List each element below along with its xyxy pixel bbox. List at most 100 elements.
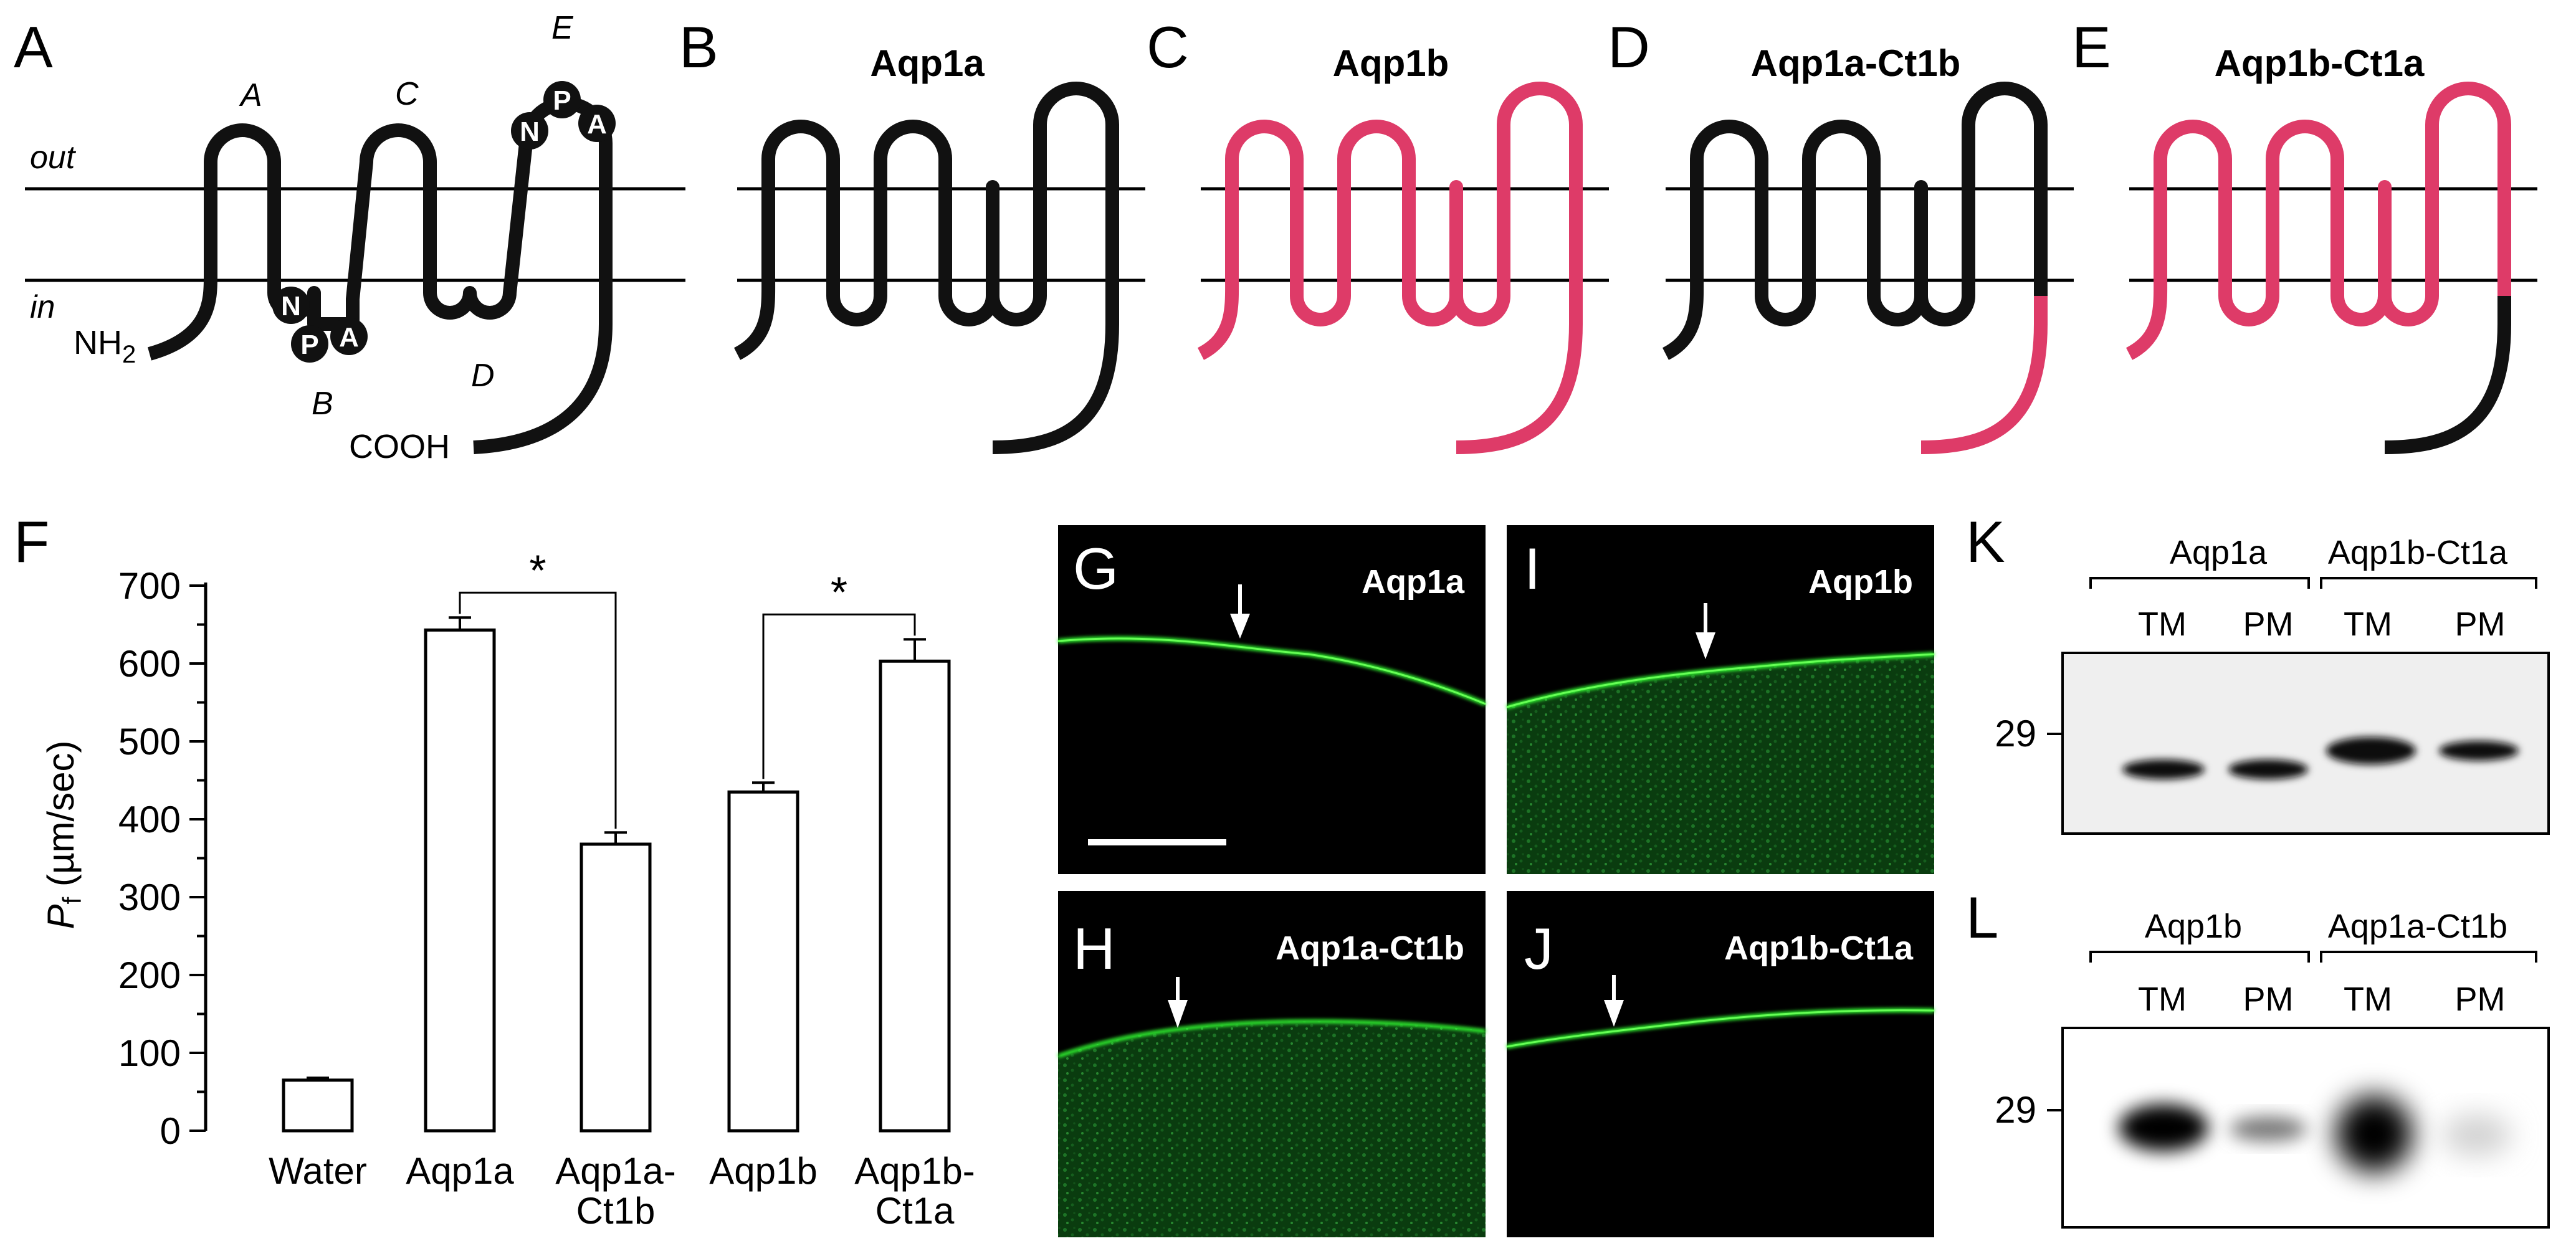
- micrograph-panels: G Aqp1a I Aqp1b H Aqp1a-Ct1b J: [1057, 525, 1935, 1237]
- lane-label: PM: [2243, 981, 2294, 1018]
- x-category-label: Ct1a: [875, 1190, 955, 1232]
- arrow-icon: [1604, 975, 1624, 1027]
- blot-band: [2122, 759, 2205, 779]
- blot-band: [2119, 1104, 2208, 1151]
- bar: [727, 790, 799, 1133]
- loop-a-label: A: [239, 77, 262, 113]
- y-tick-label: 500: [118, 721, 181, 763]
- micrograph-label-j: Aqp1b-Ct1a: [1724, 930, 1914, 967]
- y-tick-label: 600: [118, 643, 181, 685]
- svg-text:P: P: [553, 85, 571, 116]
- micrograph-i: I Aqp1b: [1506, 525, 1935, 874]
- panel-letter-g: G: [1073, 536, 1119, 601]
- bar: [580, 842, 652, 1133]
- bar: [879, 659, 951, 1133]
- micrograph-label-h: Aqp1a-Ct1b: [1276, 930, 1464, 967]
- panel-letter-a: A: [14, 14, 53, 80]
- svg-text:N: N: [281, 291, 301, 321]
- construct-ctail-path: [2384, 296, 2511, 454]
- significance-bracket: [762, 613, 916, 779]
- panel-letter-b: B: [679, 14, 718, 80]
- loop-d-label: D: [471, 358, 495, 394]
- construct-body-path: [1197, 82, 1583, 360]
- y-tick-label: 700: [118, 565, 181, 607]
- blot-band: [2442, 1114, 2512, 1156]
- panel-letter-l: L: [1966, 885, 1998, 950]
- construct-ctail-path: [1920, 296, 2048, 454]
- membrane-fluorescence: [1057, 1019, 1486, 1058]
- y-axis-label: Pf (µm/sec): [40, 741, 87, 930]
- panel-a: A out in A B C D E NH2 COOH N P A N P A: [14, 10, 685, 465]
- x-category-label: Water: [269, 1150, 367, 1192]
- lane-label: TM: [2344, 606, 2392, 643]
- bar: [282, 1078, 354, 1133]
- svg-text:A: A: [339, 322, 359, 353]
- construct-panel-b: B Aqp1a: [679, 14, 1145, 454]
- arrow-icon: [1230, 584, 1250, 639]
- group-bracket: [2320, 951, 2537, 963]
- lane-label: PM: [2455, 981, 2506, 1018]
- y-tick-label: 100: [118, 1032, 181, 1074]
- construct-title: Aqp1b: [1333, 42, 1449, 84]
- mw-marker: 29: [1995, 1089, 2036, 1131]
- arrow-icon: [1168, 977, 1188, 1028]
- panel-letter-f: F: [14, 509, 49, 574]
- svg-text:N: N: [520, 117, 540, 147]
- micrograph-h: H Aqp1a-Ct1b: [1057, 891, 1486, 1237]
- blot-band: [2230, 1116, 2307, 1141]
- panel-letter-k: K: [1966, 509, 2005, 574]
- micrograph-g: G Aqp1a: [1057, 525, 1487, 874]
- blot-band: [2439, 741, 2519, 761]
- micrograph-label-g: Aqp1a: [1362, 563, 1465, 601]
- out-label: out: [30, 140, 77, 176]
- panel-f: F Pf (µm/sec) 0100200300400500600700Wate…: [14, 509, 975, 1232]
- x-category-label: Ct1b: [576, 1190, 656, 1232]
- panel-k: K Aqp1a Aqp1b-Ct1a TM PM TM PM 29: [1966, 509, 2550, 835]
- x-category-label: Aqp1b: [709, 1150, 818, 1192]
- panel-l: L Aqp1b Aqp1a-Ct1b TM PM TM PM 29: [1966, 885, 2550, 1229]
- panel-letter-e: E: [2072, 14, 2111, 80]
- npa-motif-inner: N P A: [272, 287, 368, 363]
- construct-panel-c: C Aqp1b: [1147, 14, 1609, 454]
- lane-label: PM: [2455, 606, 2506, 643]
- construct-body-path: [733, 82, 1119, 360]
- svg-text:P: P: [300, 330, 318, 360]
- y-tick-label: 200: [118, 954, 181, 996]
- x-category-label: Aqp1a: [406, 1150, 514, 1192]
- construct-title: Aqp1a: [870, 42, 985, 84]
- construct-ctail-path: [1456, 296, 1583, 454]
- lane-label: TM: [2138, 981, 2187, 1018]
- construct-ctail-path: [992, 296, 1119, 454]
- panel-letter-c: C: [1147, 14, 1189, 80]
- x-category-label: Aqp1a-: [555, 1150, 675, 1192]
- significance-star: *: [831, 568, 847, 616]
- significance-star: *: [529, 546, 546, 594]
- blot-group-label: Aqp1a-Ct1b: [2328, 908, 2507, 945]
- group-bracket: [2089, 577, 2310, 589]
- construct-panel-e: E Aqp1b-Ct1a: [2072, 14, 2537, 454]
- loop-e-label: E: [551, 10, 574, 46]
- lane-label: TM: [2344, 981, 2392, 1018]
- panel-letter-h: H: [1073, 916, 1115, 981]
- blot-group-label: Aqp1b-Ct1a: [2328, 534, 2508, 571]
- loop-c-label: C: [395, 76, 419, 112]
- blot-band: [2335, 1095, 2413, 1173]
- nh2-label: NH2: [74, 324, 136, 368]
- y-tick-label: 0: [160, 1110, 181, 1152]
- construct-title: Aqp1a-Ct1b: [1751, 42, 1961, 84]
- loop-b-label: B: [312, 386, 333, 422]
- blot-band: [2228, 759, 2308, 779]
- construct-title: Aqp1b-Ct1a: [2215, 42, 2425, 84]
- in-label: in: [30, 289, 55, 325]
- blot-band: [2326, 737, 2416, 764]
- x-category-label: Aqp1b-: [854, 1150, 975, 1192]
- group-bracket: [2089, 951, 2310, 963]
- mw-marker: 29: [1995, 713, 2036, 754]
- npa-motif-outer: N P A: [511, 81, 616, 150]
- significance-bracket: [459, 591, 617, 829]
- y-tick-label: 400: [118, 799, 181, 840]
